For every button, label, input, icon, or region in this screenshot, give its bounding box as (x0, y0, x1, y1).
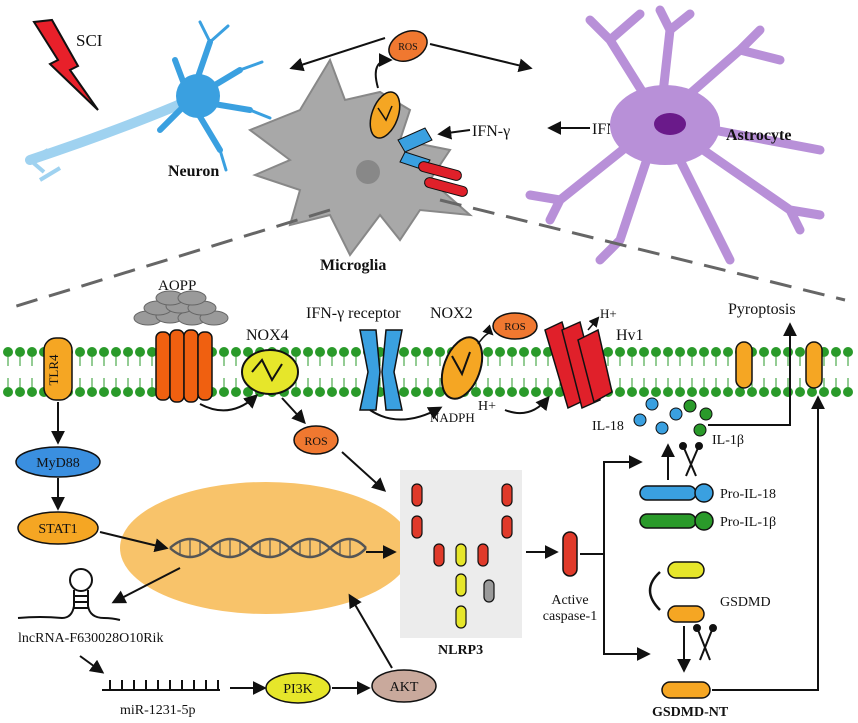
pro-il18-icon (639, 483, 714, 503)
astrocyte-nucleus (654, 113, 686, 135)
nadph-label: NADPH (430, 410, 475, 425)
ros-nox2-badge: ROS (492, 312, 538, 340)
svg-text:PI3K: PI3K (283, 682, 313, 697)
il1b-particles-icon (683, 399, 713, 437)
akt-node: AKT (371, 669, 437, 703)
il18-label: IL-18 (592, 419, 624, 434)
svg-text:AKT: AKT (390, 680, 419, 695)
gsdmd-nt-icon (661, 681, 711, 699)
nox-enzyme-icon (369, 91, 401, 139)
hv1-small-icon (418, 161, 468, 197)
svg-text:TLR4: TLR4 (46, 354, 61, 386)
cell-membrane (3, 347, 853, 397)
neuron-icon (25, 20, 272, 182)
active-caspase-label-1: Active (551, 593, 588, 608)
h-plus-bottom-label: H+ (478, 399, 496, 414)
scissors-icon-top (679, 442, 703, 477)
neuron-label: Neuron (168, 163, 219, 180)
ros-top-badge: ROS (388, 30, 428, 62)
il1b-label: IL-1β (712, 433, 744, 448)
h-plus-top-label: H+ (600, 306, 617, 321)
ros-mid-badge: ROS (293, 425, 339, 455)
ifn-gamma-label: IFN-γ (472, 123, 510, 140)
myd88-node: MyD88 (15, 446, 101, 478)
dna-helix-icon (169, 537, 367, 559)
astrocyte-label: Astrocyte (726, 127, 791, 144)
mirna-label: miR-1231-5p (120, 703, 195, 718)
nox2-enzyme (440, 336, 484, 400)
tlr4-receptor: TLR4 (43, 337, 73, 401)
nlrp3-complex-icon (411, 483, 513, 629)
nlrp3-label: NLRP3 (438, 643, 483, 658)
pro-il1b-icon (639, 511, 714, 531)
active-caspase-1-icon (562, 531, 578, 577)
svg-text:ROS: ROS (304, 434, 327, 448)
stat1-node: STAT1 (17, 511, 99, 545)
aopp-receptor-icon (155, 329, 213, 403)
gsdmd-label: GSDMD (720, 595, 771, 610)
pro-il18-label: Pro-IL-18 (720, 487, 776, 502)
aopp-particles-icon (133, 290, 229, 326)
nucleus (120, 482, 412, 614)
gsdmd-icon (648, 561, 705, 623)
nox2-label: NOX2 (430, 305, 473, 322)
gsdmd-nt-label: GSDMD-NT (652, 705, 729, 720)
active-caspase-label-2: caspase-1 (543, 609, 597, 624)
microglia-label: Microglia (320, 257, 386, 274)
lightning-icon (32, 18, 99, 111)
hv1-label: Hv1 (616, 327, 644, 344)
il18-particles-icon (633, 397, 683, 435)
pi3k-node: PI3K (265, 672, 331, 704)
mirna-strand-icon (102, 680, 220, 691)
pro-il1b-label: Pro-IL-1β (720, 515, 776, 530)
nox4-enzyme (241, 349, 299, 395)
scissors-icon-bottom (693, 624, 717, 661)
svg-text:STAT1: STAT1 (38, 522, 77, 537)
microglia-icon (247, 57, 474, 257)
ifn-gamma-receptor (359, 329, 403, 411)
gsdmd-pore-right (805, 341, 823, 389)
svg-text:ROS: ROS (398, 42, 417, 53)
lncrna-label: lncRNA-F630028O10Rik (18, 631, 163, 646)
hv1-channel (544, 320, 613, 410)
ifn-receptor-label: IFN-γ receptor (306, 305, 401, 322)
svg-text:ROS: ROS (504, 321, 525, 333)
aopp-label: AOPP (158, 278, 196, 294)
sci-label: SCI (76, 31, 103, 50)
pyroptosis-label: Pyroptosis (728, 301, 796, 318)
svg-text:MyD88: MyD88 (36, 456, 80, 471)
nox4-label: NOX4 (246, 327, 289, 344)
lncrna-hairpin-icon (17, 568, 121, 621)
gsdmd-pore-left (735, 341, 753, 389)
